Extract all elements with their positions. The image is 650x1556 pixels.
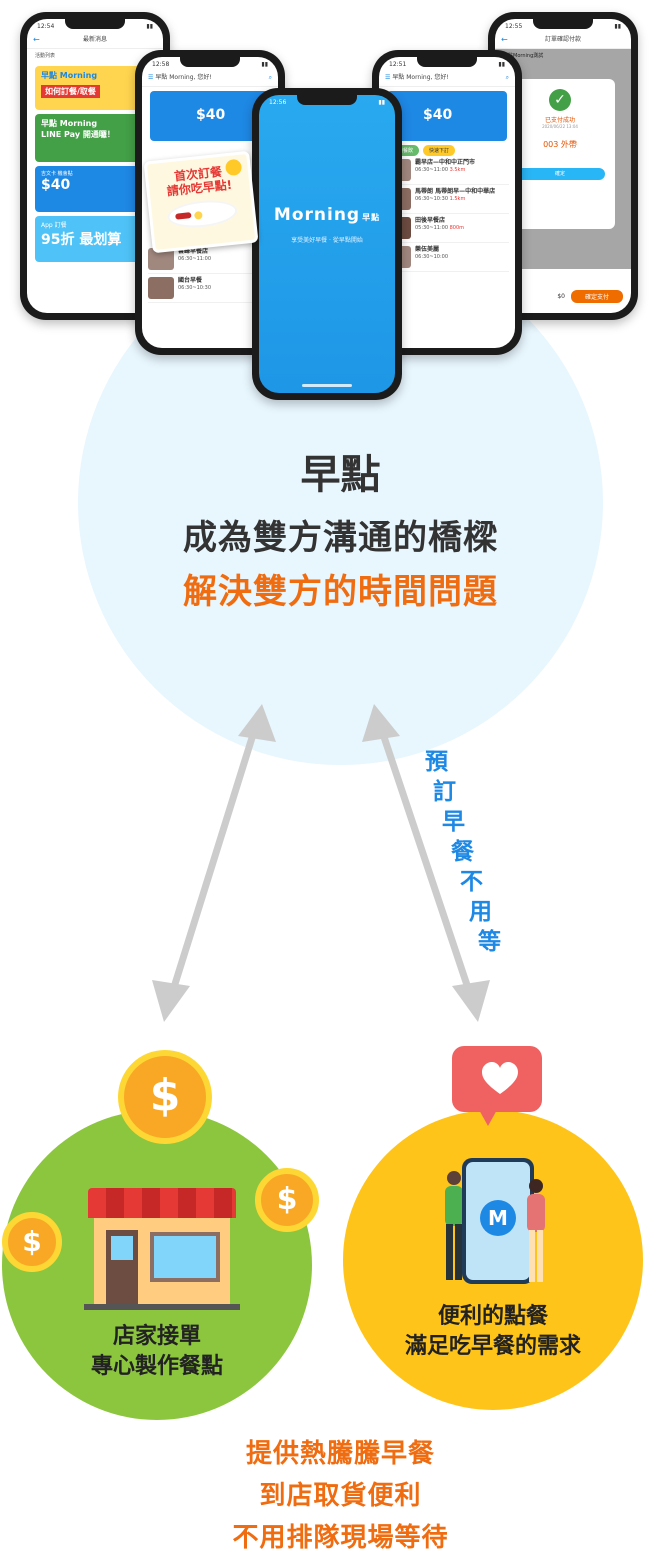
home-indicator — [302, 384, 352, 387]
quick-order-pill[interactable]: 快速下訂 — [423, 145, 456, 156]
menu-icon[interactable]: ☰ — [385, 74, 391, 81]
breakfast-plate-icon — [166, 197, 239, 231]
check-icon: ✓ — [549, 89, 571, 111]
order-number: 003 外帶 — [543, 140, 577, 149]
order-shop: 早點Morning測試 — [503, 53, 544, 59]
menu-icon[interactable]: ☰ — [148, 74, 154, 81]
home-banner[interactable]: $40 — [150, 91, 270, 141]
news-title: 最新消息 — [82, 36, 107, 43]
status-time: 12:55 — [505, 23, 523, 30]
left-arrow-shaft — [166, 723, 260, 1002]
double-arrows — [152, 704, 490, 1022]
payment-success-modal: ✓ 已支付成功 2020/06/22 13:04 003 外帶 確定 — [505, 79, 615, 229]
pay-bar: $0 確定支付 — [503, 289, 623, 303]
storefront-icon — [84, 1188, 240, 1310]
greeting: 早點 Morning, 您好! — [155, 74, 212, 81]
confirm-button[interactable]: 確定 — [515, 168, 605, 180]
first-order-promo[interactable]: 首次訂餐 請你吃早點! — [143, 150, 259, 254]
dollar-coin-icon: $ — [2, 1212, 62, 1272]
home-banner[interactable]: $40 — [387, 91, 507, 141]
greeting: 早點 Morning, 您好! — [392, 74, 449, 81]
order-title: 訂單確認付款 — [544, 36, 581, 43]
smartphone-icon: M — [462, 1158, 534, 1284]
shop-photo — [148, 277, 174, 299]
app-slogan: 享受美好早餐 · 從早點開始 — [291, 237, 363, 244]
status-time: 12:58 — [152, 61, 170, 68]
heart-icon — [482, 1062, 518, 1094]
footer-benefits: 提供熱騰騰早餐 到店取貨便利 不用排隊現場等待 — [232, 1439, 449, 1553]
page-subtitle: 成為雙方溝通的橋樑 — [183, 518, 498, 558]
right-arrow-head-top — [362, 704, 400, 742]
user-caption: 便利的點餐 滿足吃早餐的需求 — [404, 1304, 581, 1359]
left-arrow-head-bottom — [152, 980, 190, 1022]
back-icon[interactable]: ← — [501, 35, 508, 44]
order-total: $0 — [557, 292, 565, 300]
page-title: 早點 — [300, 452, 381, 498]
pay-success-text: 已支付成功 — [544, 117, 575, 124]
app-logo-icon: M — [480, 1200, 516, 1236]
left-arrow-head-top — [238, 704, 276, 742]
status-time: 12:56 — [269, 99, 287, 106]
status-time: 12:54 — [37, 23, 55, 30]
shop-caption: 店家接單 專心製作餐點 — [90, 1324, 223, 1379]
person-icon — [527, 1179, 545, 1282]
status-time: 12:51 — [389, 61, 407, 68]
search-icon[interactable]: ⌕ — [268, 74, 272, 81]
search-icon[interactable]: ⌕ — [505, 74, 509, 81]
dollar-coin-icon: $ — [118, 1050, 212, 1144]
news-section: 活動列表 — [35, 53, 56, 59]
shop-photo — [148, 248, 174, 270]
pay-button[interactable]: 確定支付 — [570, 289, 623, 303]
back-icon[interactable]: ← — [33, 35, 40, 44]
page-highlight: 解決雙方的時間問題 — [183, 572, 498, 612]
dollar-coin-icon: $ — [255, 1168, 319, 1232]
right-arrow-shaft — [376, 723, 476, 1002]
person-icon — [445, 1171, 463, 1280]
chain-pill[interactable]: 連鎖餐飲 — [387, 145, 420, 156]
right-arrow-head-bottom — [452, 980, 490, 1022]
arrow-label: 預 訂 早 餐 不 用 等 — [425, 749, 501, 955]
